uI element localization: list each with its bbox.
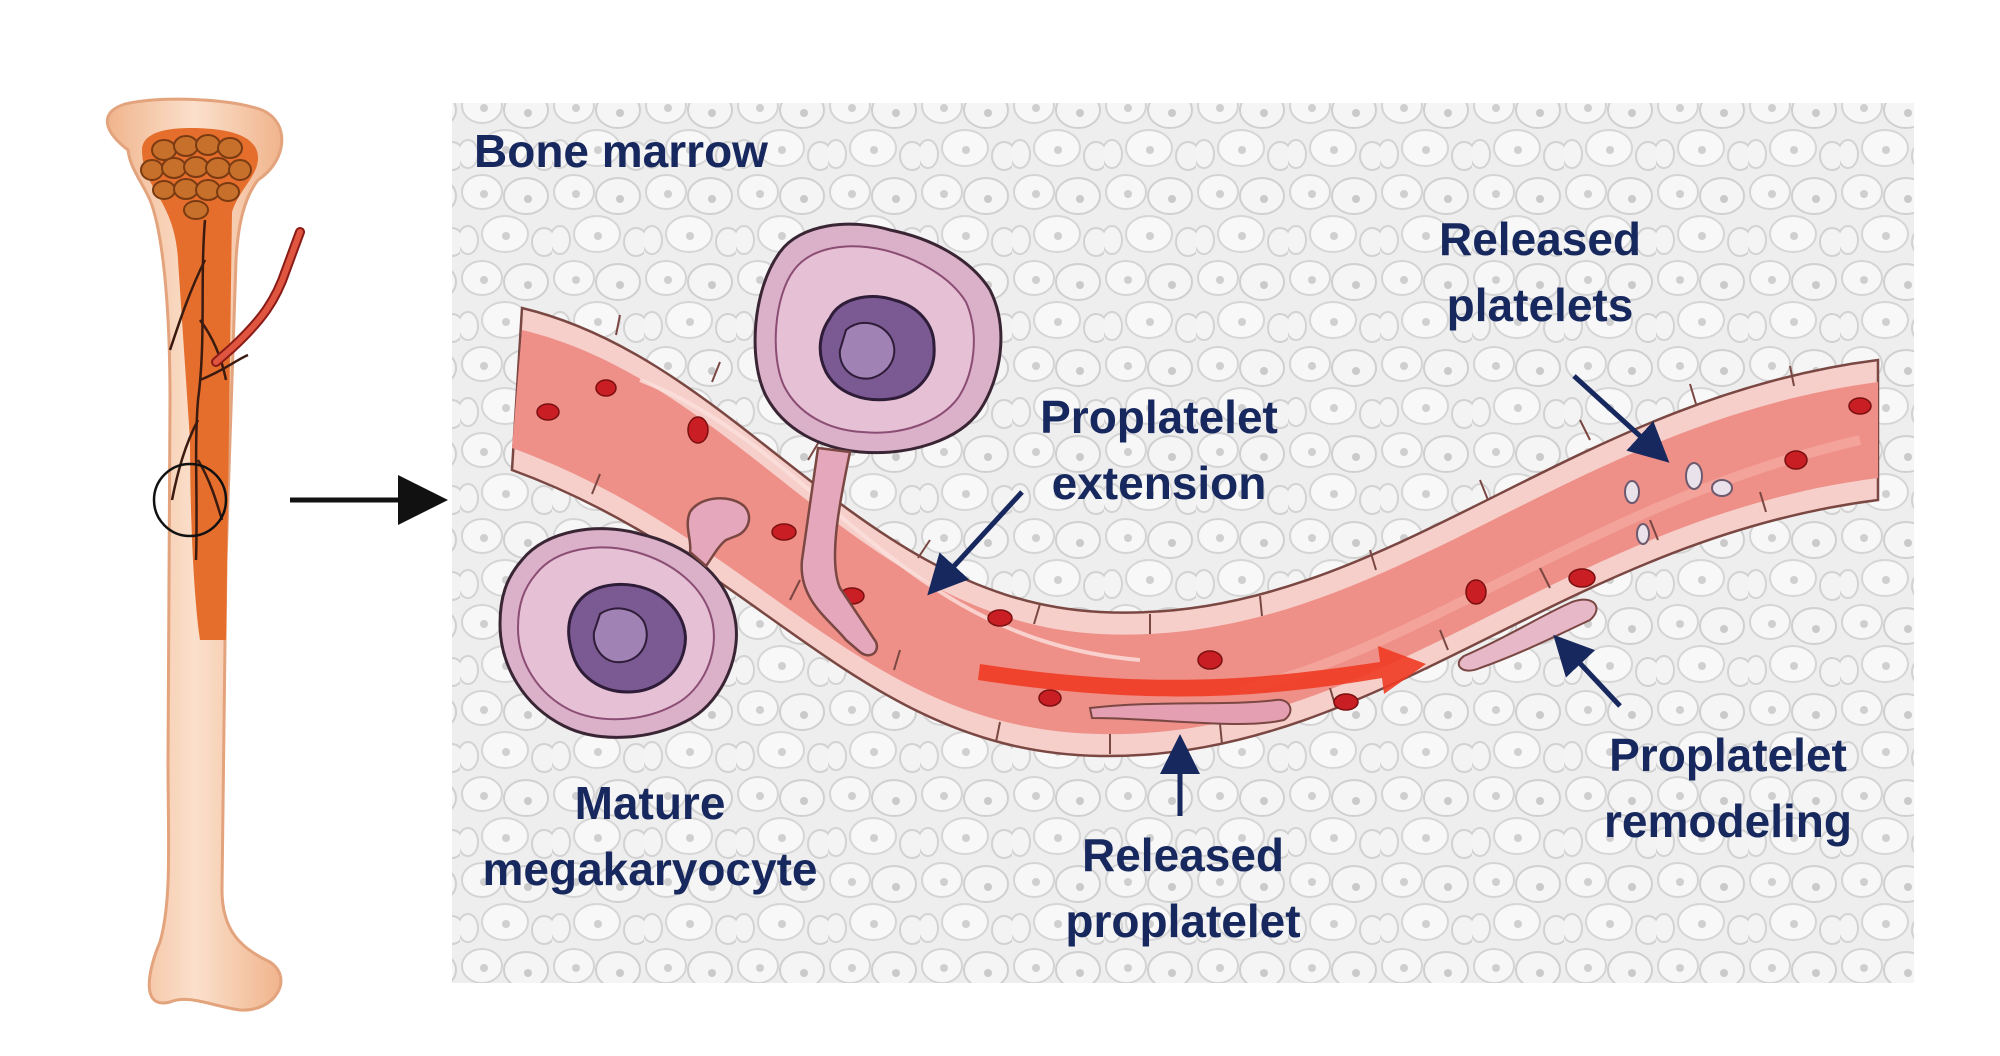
label-bone-marrow: Bone marrow bbox=[474, 125, 768, 177]
label-proplatelet-extension: Proplatelet extension bbox=[1040, 391, 1278, 509]
label-released-platelets: Released platelets bbox=[1438, 213, 1641, 331]
pointer-proplatelet-remodeling bbox=[1553, 634, 1622, 708]
remodeling-proplatelet-shape bbox=[1457, 598, 1598, 672]
label-pointers bbox=[927, 374, 1670, 816]
blood-flow-arrow bbox=[978, 646, 1426, 697]
bone-vessels bbox=[168, 219, 249, 561]
zoom-circle bbox=[152, 462, 228, 538]
pointer-released-platelets bbox=[1572, 374, 1670, 463]
spongy-bone bbox=[140, 134, 252, 220]
pointer-proplatelet-extension bbox=[927, 490, 1024, 596]
vessel-highlight bbox=[639, 378, 1141, 662]
megakaryocyte-lower bbox=[498, 497, 751, 739]
label-mature-megakaryocyte: Mature megakaryocyte bbox=[482, 777, 818, 895]
megakaryocyte-upper bbox=[753, 222, 1003, 657]
endothelial-cells bbox=[591, 314, 1795, 754]
label-proplatelet-remodeling: Proplatelet remodeling bbox=[1604, 729, 1852, 847]
bone-illustration bbox=[105, 97, 305, 1012]
released-proplatelet-shape bbox=[1088, 698, 1292, 725]
label-released-proplatelet: Released proplatelet bbox=[1065, 829, 1301, 947]
released-platelets-shapes bbox=[1624, 462, 1733, 545]
red-blood-cells bbox=[536, 379, 1872, 711]
